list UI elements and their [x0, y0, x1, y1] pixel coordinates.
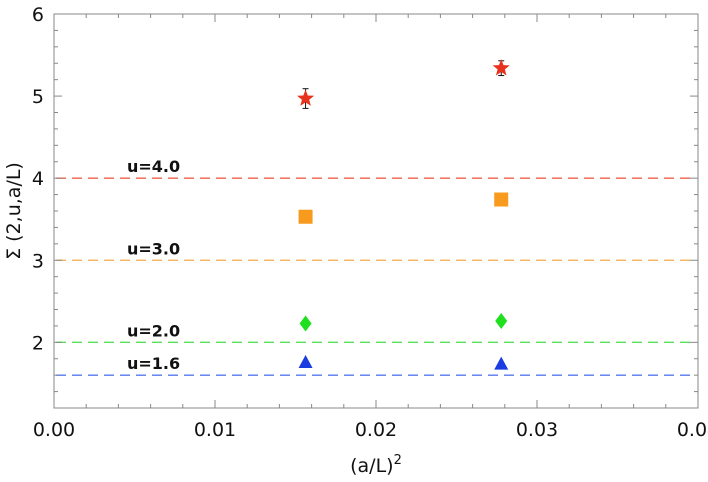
reference-line-label: u=2.0	[127, 321, 180, 340]
y-tick-label: 5	[32, 86, 44, 108]
star-marker	[492, 59, 510, 76]
plot-frame	[53, 13, 699, 409]
diamond-marker	[495, 312, 508, 329]
reference-line-label: u=4.0	[127, 157, 180, 176]
x-tick-label: 0.04	[677, 419, 708, 441]
triangle-marker	[298, 355, 313, 369]
square-marker	[494, 192, 509, 207]
x-tick-label: 0.02	[355, 419, 397, 441]
star-marker	[297, 89, 315, 106]
square-marker	[298, 209, 313, 224]
triangle-marker	[494, 356, 509, 370]
plot-border	[53, 13, 699, 409]
x-tick-label: 0.03	[516, 419, 558, 441]
diamond-marker	[299, 315, 312, 332]
y-axis-label: Σ (2,u,a/L)	[3, 162, 25, 260]
reference-line-label: u=3.0	[127, 239, 180, 258]
reference-line-label: u=1.6	[127, 354, 180, 373]
reference-lines: u=4.0 u=3.0 u=2.0 u=1.6	[56, 157, 696, 376]
y-tick-label: 2	[32, 332, 44, 354]
y-tick-label: 4	[32, 168, 44, 190]
data-points	[297, 59, 510, 370]
x-axis-label: (a/L)2	[350, 453, 402, 477]
x-axis-label-superscript: 2	[394, 453, 402, 468]
x-tick-label: 0.01	[194, 419, 236, 441]
y-tick-label: 3	[32, 250, 44, 272]
axis-ticks: 0.00 0.01 0.02 0.03 0.04 2 3 4 5 6	[32, 4, 708, 441]
x-tick-label: 0.00	[33, 419, 75, 441]
y-tick-label: 6	[32, 4, 44, 26]
